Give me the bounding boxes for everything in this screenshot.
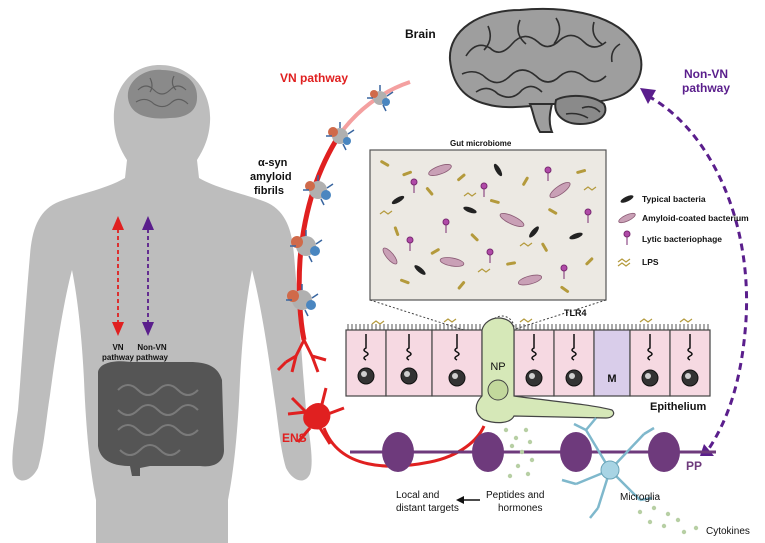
np-label: NP [490,361,505,373]
asyn-label-3: fibrils [254,185,284,197]
tlr4-receptors [363,334,693,361]
cytokine-dots [637,505,699,535]
legend-label-lps: LPS [642,257,659,267]
non-vn-pathway-arrow [647,94,749,451]
ens-branches [276,339,327,373]
body-vn-label-1: VN [112,343,123,352]
brain-cerebrum [448,7,643,109]
brain-gyri [461,17,621,119]
rod-bacterium-icon [620,195,634,203]
microglia-cell [561,417,655,519]
body-brain-folds [135,75,189,108]
cytokines-label: Cytokines [706,526,750,537]
epithelium-label: Epithelium [650,401,706,413]
m-cell [593,329,631,397]
lps-icon [617,258,631,267]
asyn-fibril-cluster [290,230,323,263]
ens-axon [322,425,486,468]
legend-label-typical-bacteria: Typical bacteria [642,194,706,204]
body-nonvn-label-2: pathway [136,353,169,362]
body-vn-label-2: pathway [102,353,135,362]
asyn-fibril-cluster [303,175,334,206]
peptides-label-1: Peptides and [486,490,544,501]
peptide-dots [503,427,535,479]
asyn-fibril-cluster [286,284,319,317]
brain-cerebellum [554,94,607,126]
bacteriophage-icon [623,230,631,245]
pp-nodes [382,432,680,472]
brain-illustration [448,7,643,133]
human-body-figure: VN pathway Non-VN pathway [12,65,312,543]
microbiome-box [369,149,607,301]
non-vn-pathway-label-1: Non-VN [684,67,728,81]
asyn-fibril-clusters [286,85,394,317]
ens-label: ENS [282,431,307,445]
coated-bacterium-icon [618,212,636,224]
brain-stem [528,103,554,133]
body-intestine-icon [98,361,224,476]
peptides-label-2: hormones [498,503,542,514]
zoom-guide-lines [369,299,607,333]
asyn-fibril-cluster [367,85,394,112]
asyn-label-2: amyloid [250,171,292,183]
targets-label-1: Local and [396,490,439,501]
neuropod-nucleus [487,379,509,401]
targets-arrowhead [456,496,464,504]
body-intestine-coils [117,384,199,456]
tlr4-label: TLR4 [564,308,587,318]
neuropod-cell [475,317,615,424]
microbiome-label: Gut microbiome [450,139,512,148]
microbiome-legend: Typical bacteria Amyloid-coated bacteriu… [617,194,749,267]
microglia-label: Microglia [620,492,660,503]
legend-label-amyloid-coated: Amyloid-coated bacterium [642,213,749,223]
vn-pathway-label: VN pathway [280,71,348,85]
m-cell-label: M [607,373,616,385]
vagus-nerve-fade [338,80,411,136]
body-nonvn-arrowhead-top [142,216,154,230]
targets-label-2: distant targets [396,503,459,514]
body-nonvn-label-1: Non-VN [137,343,167,352]
body-silhouette [12,65,312,543]
asyn-label-1: α-syn [258,157,288,169]
body-vn-arrowhead-top [112,216,124,230]
brain-label: Brain [405,27,436,41]
lps-surface [371,318,693,325]
body-vn-arrowhead-bottom [112,322,124,336]
pp-label: PP [686,459,702,473]
microglia-body [600,460,620,480]
legend-label-lytic-bacteriophage: Lytic bacteriophage [642,234,722,244]
ens-neuron [287,387,345,445]
non-vn-pathway-label-2: pathway [682,81,730,95]
epithelium [345,317,711,424]
microvilli [347,324,709,330]
body-nonvn-arrowhead-bottom [142,322,154,336]
asyn-fibril-cluster [326,122,355,151]
microbiome-organisms [379,160,597,293]
non-vn-arrowhead-top [640,88,656,104]
